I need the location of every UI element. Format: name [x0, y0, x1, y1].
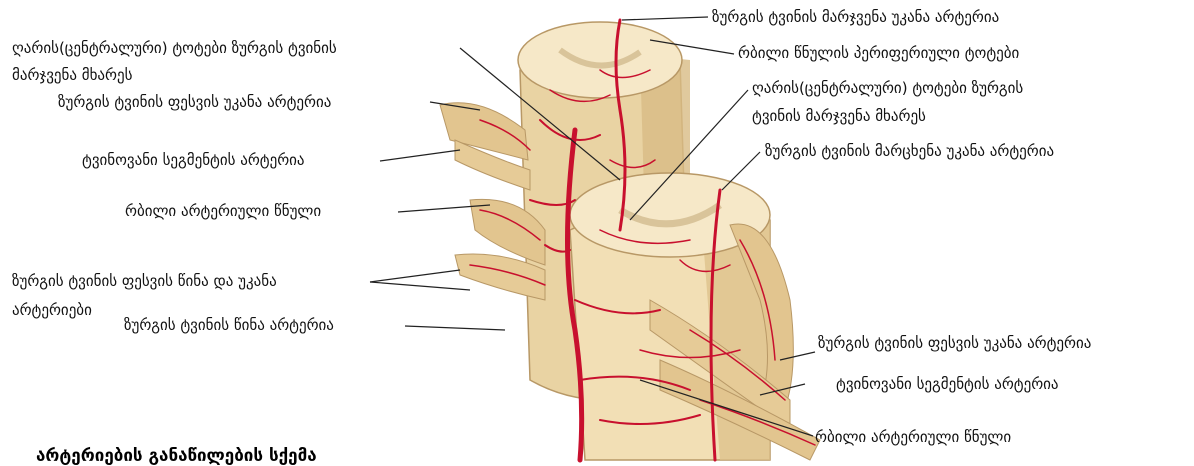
label-right-posterior-artery: ზურგის ტვინის მარჯვენა უკანა არტერია: [712, 8, 999, 26]
figure-caption: არტერიების განაწილების სქემა: [36, 446, 317, 466]
label-central-branches-right-2a: ღარის(ცენტრალური) ტოტები ზურგის: [752, 79, 1023, 97]
label-right-side-1: მარჯვენა მხარეს: [12, 66, 132, 84]
label-pia-network-periphery: რბილი წნულის პერიფერიული ტოტები: [738, 44, 1019, 62]
label-segmental-artery-right: ტვინოვანი სეგმენტის არტერია: [836, 375, 1059, 393]
label-pia-arterial-network-left: რბილი არტერიული წნული: [125, 202, 321, 220]
label-segmental-artery-left: ტვინოვანი სეგმენტის არტერია: [82, 151, 305, 169]
label-root-posterior-artery-right: ზურგის ტვინის ფესვის უკანა არტერია: [818, 334, 1091, 352]
label-left-posterior-artery: ზურგის ტვინის მარცხენა უკანა არტერია: [765, 142, 1054, 160]
label-central-branches-right-2b: ტვინის მარჯვენა მხარეს: [752, 107, 926, 125]
label-root-arteries-b: არტერიები: [12, 301, 92, 319]
upper-left-nerve-roots: [440, 103, 530, 190]
label-root-arteries-a: ზურგის ტვინის ფესვის წინა და უკანა: [12, 272, 277, 290]
label-root-posterior-artery-left: ზურგის ტვინის ფესვის უკანა არტერია: [58, 93, 331, 111]
label-anterior-spinal-artery: ზურგის ტვინის წინა არტერია: [124, 316, 334, 334]
label-central-branches-right-1: ღარის(ცენტრალური) ტოტები ზურგის ტვინის: [12, 39, 337, 57]
label-pia-arterial-network-right: რბილი არტერიული წნული: [815, 428, 1011, 446]
